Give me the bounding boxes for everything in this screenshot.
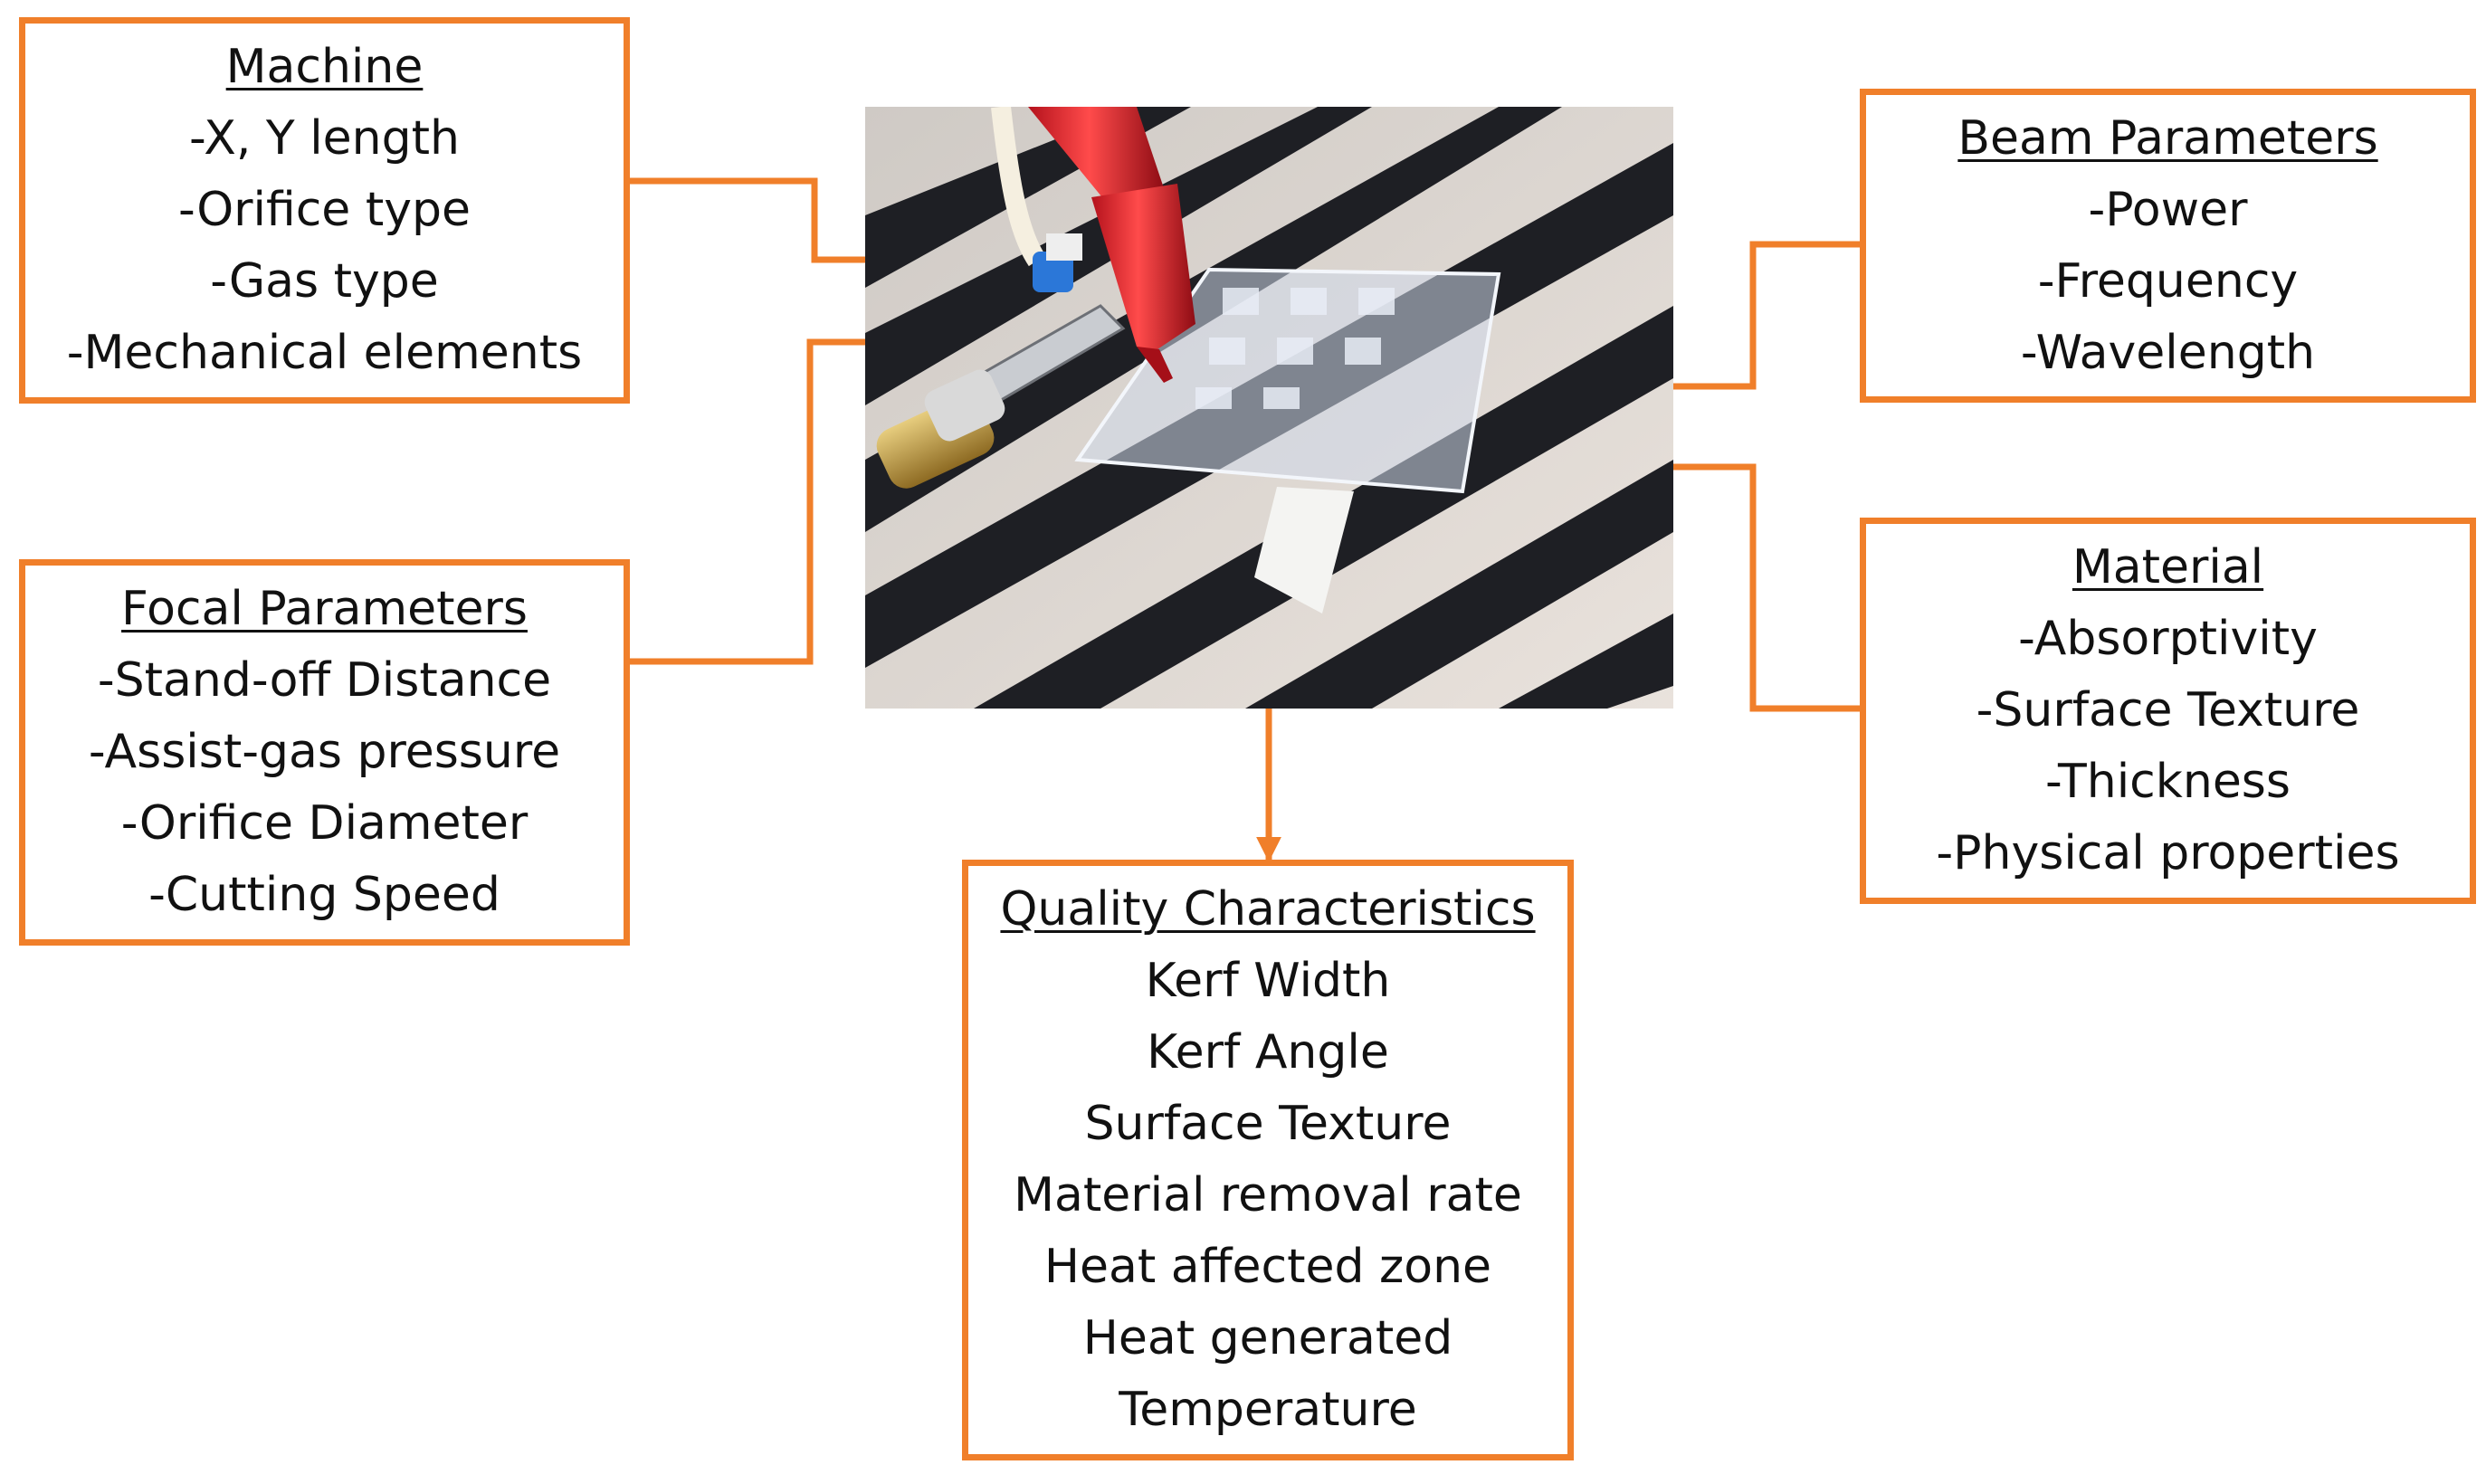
focal-parameters-title: Focal Parameters	[121, 582, 528, 636]
beam-parameters-item: -Frequency	[2037, 253, 2299, 309]
quality-characteristics-box: Quality Characteristics Kerf Width Kerf …	[962, 860, 1574, 1460]
beam-parameters-item: -Power	[2088, 182, 2248, 237]
quality-characteristics-item: Heat generated	[1082, 1311, 1453, 1365]
machine-title: Machine	[225, 40, 424, 94]
laser-cutting-photo	[865, 107, 1673, 709]
focal-parameters-item: -Stand-off Distance	[97, 653, 552, 708]
machine-box: Machine -X, Y length -Orifice type -Gas …	[19, 17, 630, 404]
machine-item: -Orifice type	[178, 183, 471, 237]
focal-parameters-box: Focal Parameters -Stand-off Distance -As…	[19, 559, 630, 946]
quality-characteristics-title: Quality Characteristics	[1000, 882, 1536, 937]
material-item: -Thickness	[2045, 755, 2291, 809]
material-box: Material -Absorptivity -Surface Texture …	[1860, 518, 2476, 904]
material-item: -Surface Texture	[1976, 683, 2360, 737]
machine-item: -Gas type	[210, 254, 439, 309]
quality-characteristics-item: Kerf Width	[1145, 954, 1391, 1008]
focal-parameters-item: -Assist-gas pressure	[88, 725, 561, 779]
quality-characteristics-item: Material removal rate	[1014, 1168, 1522, 1222]
material-item: -Physical properties	[1936, 826, 2400, 880]
machine-item: -Mechanical elements	[66, 326, 583, 380]
material-item: -Absorptivity	[2018, 612, 2318, 666]
material-title: Material	[2072, 540, 2264, 595]
quality-characteristics-item: Surface Texture	[1084, 1097, 1452, 1151]
quality-characteristics-item: Heat affected zone	[1043, 1240, 1492, 1294]
beam-parameters-title: Beam Parameters	[1957, 110, 2378, 166]
beam-parameters-item: -Wavelength	[2020, 325, 2316, 380]
quality-characteristics-item: Temperature	[1119, 1383, 1417, 1437]
focal-parameters-item: -Orifice Diameter	[120, 796, 529, 851]
machine-item: -X, Y length	[189, 111, 460, 166]
focal-parameters-item: -Cutting Speed	[148, 868, 500, 922]
beam-parameters-box: Beam Parameters -Power -Frequency -Wavel…	[1860, 89, 2476, 403]
quality-characteristics-item: Kerf Angle	[1147, 1025, 1389, 1080]
